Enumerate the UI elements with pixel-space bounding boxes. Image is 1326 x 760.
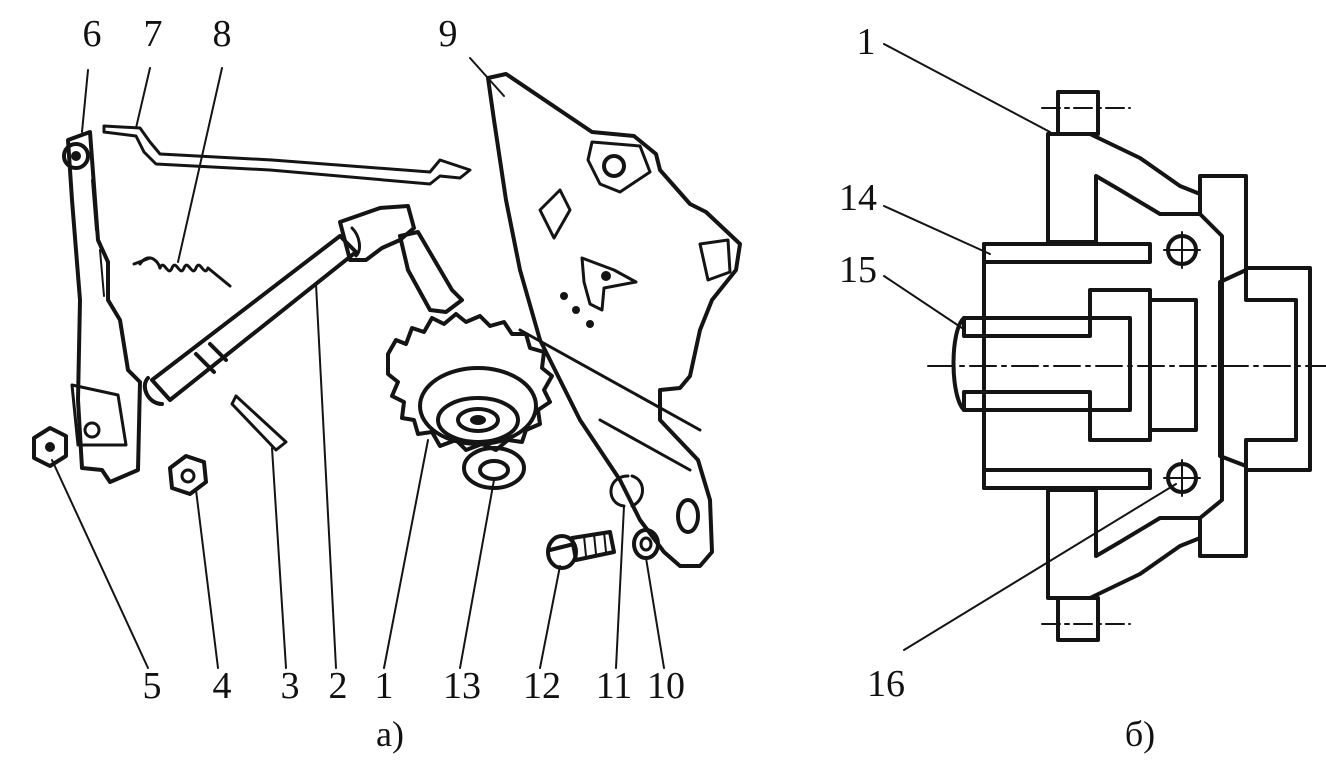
nut-part-5 [32,426,68,468]
label-3: 3 [281,665,300,707]
exploded-view-a: 6 7 8 9 5 4 3 2 1 13 12 11 10 а) [32,13,742,754]
section-view-b: 1 14 15 16 б) [839,21,1326,754]
label-4: 4 [213,665,232,707]
labels-bottom-a: 5 4 3 2 1 13 12 11 10 [143,665,686,707]
spring-part-8 [132,256,232,288]
label-b-14: 14 [839,177,877,219]
label-7: 7 [144,13,163,55]
label-5: 5 [143,665,162,707]
label-8: 8 [213,13,232,55]
caption-a: а) [376,714,404,754]
label-1: 1 [375,665,394,707]
housing-section-part-1 [1046,90,1312,642]
labels-top-a: 6 7 8 9 [83,13,458,55]
screw-part-12 [546,530,616,570]
label-9: 9 [439,13,458,55]
label-11: 11 [596,665,633,707]
label-b-15: 15 [839,249,877,291]
label-12: 12 [523,665,561,707]
caption-b: б) [1125,714,1155,754]
leader-lines-b [883,43,1177,651]
label-6: 6 [83,13,102,55]
shaft-part-2 [142,204,464,406]
leader-lines-a [51,57,665,669]
circlip-part-11 [609,474,644,508]
label-2: 2 [329,665,348,707]
labels-b: 1 14 15 16 [839,21,905,705]
label-b-1: 1 [857,21,876,63]
pin-marks [1163,231,1201,497]
gear-part-1 [386,312,554,452]
label-b-16: 16 [867,663,905,705]
washer-part-10 [632,528,660,560]
label-13: 13 [443,665,481,707]
nut-part-4 [168,454,208,496]
rod-part-7 [102,124,472,186]
lever-part-6 [62,130,142,484]
label-10: 10 [647,665,685,707]
bracket-plate-part-9 [486,72,742,568]
shaft-part-15 [951,288,1198,442]
key-part-3 [230,394,288,452]
